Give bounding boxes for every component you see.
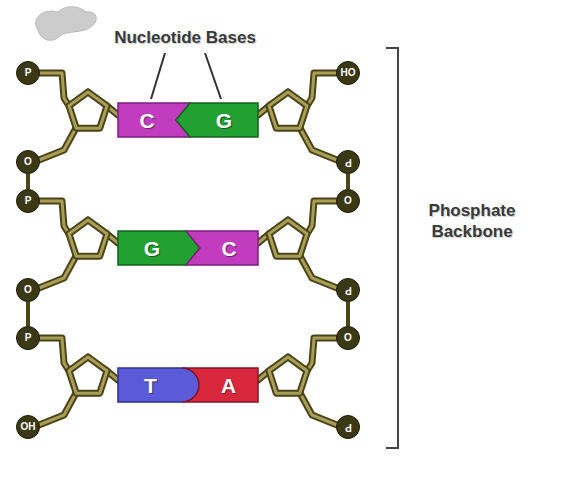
base-letter: T	[144, 375, 157, 396]
grey-blob	[36, 7, 97, 41]
sugar-outline	[39, 128, 76, 160]
sugar-outline	[40, 338, 69, 371]
sugar-stroke	[300, 393, 337, 425]
atom-label: O	[344, 196, 352, 206]
atom-label: P	[345, 285, 352, 295]
atom-label: O	[24, 285, 32, 295]
sugar-outline	[39, 393, 76, 425]
phosphate-circle: P	[336, 415, 360, 439]
sugar-outline	[300, 128, 337, 160]
backbone-link	[346, 174, 350, 189]
atom-label: O	[344, 333, 352, 343]
phosphate-circle: P	[16, 326, 40, 350]
base-fill	[182, 368, 258, 402]
base-fill	[186, 231, 258, 265]
atom-label: P	[345, 422, 352, 432]
backbone-link	[346, 302, 350, 326]
atom-label: O	[24, 157, 32, 167]
sugar-stroke	[307, 73, 336, 106]
atom-label: HO	[341, 68, 356, 78]
sugar-outline	[307, 73, 336, 106]
bracket	[386, 48, 398, 448]
sugar-stroke	[40, 73, 69, 106]
base-letter: G	[144, 238, 160, 259]
phosphate-circle: OH	[16, 415, 40, 439]
atom-label: P	[25, 196, 32, 206]
sugar-outline	[300, 256, 337, 288]
sugar-outline	[40, 73, 69, 106]
backbone-link	[26, 302, 30, 326]
sugar-stroke	[300, 128, 337, 160]
sugar-outline	[39, 256, 76, 288]
base-shape	[118, 368, 200, 402]
sugar-outline	[307, 201, 336, 234]
phosphate-circle: P	[336, 150, 360, 174]
sugar-stroke	[69, 220, 107, 256]
base-fill	[176, 103, 258, 137]
nucleotide-base: C	[186, 231, 258, 265]
sugar-outline	[307, 338, 336, 371]
leader-line	[151, 53, 165, 99]
sugar-stroke	[40, 201, 69, 234]
sugar-stroke	[39, 256, 76, 288]
base-letter: C	[139, 110, 154, 131]
atom-label: P	[345, 157, 352, 167]
sugar-outline	[269, 357, 307, 393]
backbone-link	[26, 174, 30, 189]
nucleotide-base: T	[118, 368, 200, 402]
leader-line	[205, 53, 221, 99]
sugar-stroke	[40, 338, 69, 371]
nucleotide-base: A	[182, 368, 258, 402]
phosphate-circle: P	[336, 278, 360, 302]
sugar-stroke	[307, 201, 336, 234]
sugar-stroke	[269, 220, 307, 256]
sugar-outline	[40, 201, 69, 234]
sugar-stroke	[307, 338, 336, 371]
nucleotide-base: G	[176, 103, 258, 137]
sugar-outline	[269, 92, 307, 128]
sugar-outline	[69, 92, 107, 128]
phosphate-circle: O	[336, 326, 360, 350]
phosphate-circle: P	[16, 61, 40, 85]
atom-label: OH	[21, 422, 36, 432]
base-letter: C	[221, 238, 236, 259]
atom-label: P	[25, 68, 32, 78]
sugar-outline	[69, 357, 107, 393]
sugar-stroke	[39, 128, 76, 160]
sugar-group	[39, 73, 337, 425]
sugar-outline	[269, 220, 307, 256]
phosphate-circle: O	[16, 150, 40, 174]
base-letter: A	[221, 375, 236, 396]
sugar-stroke	[69, 92, 107, 128]
atom-label: P	[25, 333, 32, 343]
phosphate-circle: O	[16, 278, 40, 302]
sugar-stroke	[39, 393, 76, 425]
sugar-stroke	[300, 256, 337, 288]
base-fill	[118, 368, 199, 402]
nucleotide-base: G	[118, 231, 200, 265]
callout-label: Nucleotide Bases	[85, 27, 285, 48]
sugar-stroke	[69, 357, 107, 393]
base-letter: G	[216, 110, 232, 131]
bracket-label: Phosphate Backbone	[402, 200, 542, 243]
sugar-outline	[69, 220, 107, 256]
sugar-stroke	[269, 92, 307, 128]
base-fill	[118, 231, 200, 265]
phosphate-circle: HO	[336, 61, 360, 85]
sugar-outline	[300, 393, 337, 425]
phosphate-circle: O	[336, 189, 360, 213]
base-shape	[182, 368, 258, 402]
phosphate-circle: P	[16, 189, 40, 213]
sugar-stroke	[269, 357, 307, 393]
